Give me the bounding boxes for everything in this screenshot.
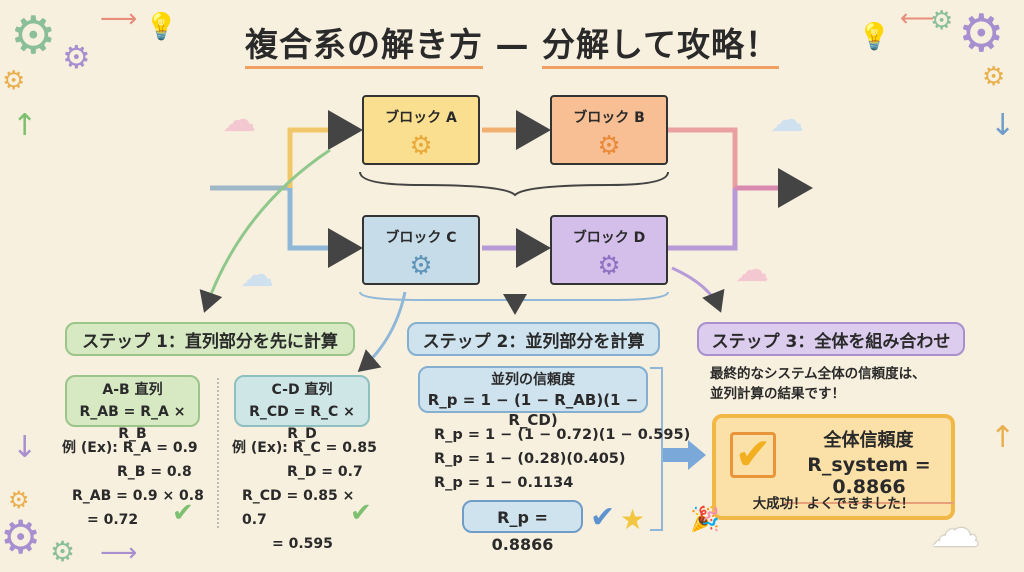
- ab-series-formula: R_AB = R_A × R_B: [79, 404, 186, 442]
- gear-icon: ⚙: [982, 62, 1006, 92]
- praise-text: 大成功！よくできました！: [752, 496, 915, 512]
- cd-example: 例 (Ex): R_C = 0.85 R_D = 0.7 R_CD = 0.85…: [232, 436, 382, 556]
- gear-icon: ⚙: [8, 486, 30, 514]
- arrow-right-icon: ⟶: [100, 4, 138, 34]
- step3-label: ステップ 3：全体を組み合わせ: [697, 322, 965, 356]
- title-part1: 複合系の解き方: [244, 25, 483, 69]
- checkmark-icon: ✔: [172, 498, 194, 528]
- gear-icon: ⚙: [0, 510, 42, 564]
- arrow-up-icon: ↑: [990, 420, 1016, 455]
- final-title: 全体信頼度: [823, 430, 914, 451]
- parallel-calc-line: R_p = 1 − 0.1134: [434, 475, 574, 491]
- block-d: ブロック D ⚙: [550, 215, 668, 285]
- ab-example-line: R_B = 0.8: [117, 464, 192, 480]
- cloud-icon: ☁: [735, 250, 769, 290]
- final-result-box: ✔ 全体信頼度 R_system = 0.8866 大成功！よくできました！: [712, 414, 955, 520]
- parallel-result: R_p = 0.8866: [462, 500, 583, 554]
- parallel-calc-line: R_p = 1 − (0.28)(0.405): [434, 451, 626, 467]
- cloud-icon: ☁: [222, 100, 256, 140]
- cd-series-formula: R_CD = R_C × R_D: [249, 404, 355, 442]
- arrow-down-icon: ↓: [12, 430, 38, 465]
- ab-series-title: A-B 直列: [102, 382, 163, 398]
- arrow-right-icon: ⟶: [100, 538, 138, 568]
- cloud-icon: ☁: [770, 100, 804, 140]
- page-title: 複合系の解き方 — 分解して攻略！: [0, 18, 1024, 69]
- checkbox-icon: ✔: [730, 432, 776, 478]
- title-part2: 分解して攻略！: [541, 25, 779, 69]
- gear-icon: ⚙: [930, 6, 954, 36]
- arrow-down-icon: ↓: [990, 108, 1016, 143]
- party-popper-icon: 🎉: [690, 505, 720, 533]
- ab-example-line: 例 (Ex): R_A = 0.9: [62, 440, 198, 456]
- parallel-formula: R_p = 1 − (1 − R_AB)(1 − R_CD): [427, 391, 639, 429]
- parallel-formula-box: 並列の信頼度 R_p = 1 − (1 − R_AB)(1 − R_CD): [418, 366, 648, 429]
- gear-icon: ⚙: [409, 251, 433, 281]
- cd-series-title: C-D 直列: [271, 382, 333, 398]
- gear-icon: ⚙: [50, 535, 76, 568]
- block-a-label: ブロック A: [385, 110, 457, 126]
- cd-series-box: C-D 直列 R_CD = R_C × R_D: [234, 375, 370, 442]
- divider: [217, 378, 219, 528]
- checkmark-icon: ✔: [350, 498, 372, 528]
- gear-icon: ⚙: [597, 131, 621, 161]
- arrow-left-icon: ⟵: [900, 4, 935, 32]
- block-c-label: ブロック C: [385, 230, 457, 246]
- gear-icon: ⚙: [10, 6, 57, 66]
- cd-example-line: 例 (Ex): R_C = 0.85: [232, 440, 377, 456]
- step1-label: ステップ 1：直列部分を先に計算: [65, 322, 355, 356]
- block-d-label: ブロック D: [572, 230, 646, 246]
- block-b: ブロック B ⚙: [550, 95, 668, 165]
- ab-series-box: A-B 直列 R_AB = R_A × R_B: [65, 375, 200, 442]
- star-icon: ★: [620, 503, 646, 536]
- arrow-up-icon: ↑: [12, 108, 38, 143]
- ab-example: 例 (Ex): R_A = 0.9 R_B = 0.8 R_AB = 0.9 ×…: [62, 436, 212, 532]
- gear-icon: ⚙: [62, 38, 91, 76]
- step2-label: ステップ 2：並列部分を計算: [407, 322, 660, 356]
- gear-icon: ⚙: [409, 131, 433, 161]
- block-b-label: ブロック B: [573, 110, 645, 126]
- checkmark-icon: ✔: [590, 500, 616, 535]
- step3-description: 最終的なシステム全体の信頼度は、 並列計算の結果です！: [710, 364, 926, 404]
- lightbulb-icon: 💡: [145, 12, 178, 42]
- step3-desc-line: 並列計算の結果です！: [710, 386, 845, 402]
- parallel-title: 並列の信頼度: [491, 372, 575, 388]
- gear-icon: ⚙: [2, 66, 26, 96]
- step3-desc-line: 最終的なシステム全体の信頼度は、: [710, 366, 926, 382]
- ab-example-line: R_AB = 0.9 × 0.8: [72, 488, 204, 504]
- cd-example-line: = 0.595: [272, 536, 333, 552]
- lightbulb-icon: 💡: [858, 22, 891, 52]
- block-a: ブロック A ⚙: [362, 95, 480, 165]
- parallel-calc-line: R_p = 1 − (1 − 0.72)(1 − 0.595): [434, 427, 691, 443]
- final-result: R_system = 0.8866: [784, 454, 954, 504]
- title-dash: —: [495, 25, 530, 64]
- cd-example-line: R_CD = 0.85 × 0.7: [242, 488, 355, 528]
- cloud-icon: ☁: [240, 255, 274, 295]
- parallel-calc: R_p = 1 − (1 − 0.72)(1 − 0.595) R_p = 1 …: [434, 423, 690, 495]
- gear-icon: ⚙: [597, 251, 621, 281]
- block-c: ブロック C ⚙: [362, 215, 480, 285]
- cd-example-line: R_D = 0.7: [287, 464, 363, 480]
- gear-icon: ⚙: [958, 4, 1005, 64]
- ab-example-line: = 0.72: [87, 512, 139, 528]
